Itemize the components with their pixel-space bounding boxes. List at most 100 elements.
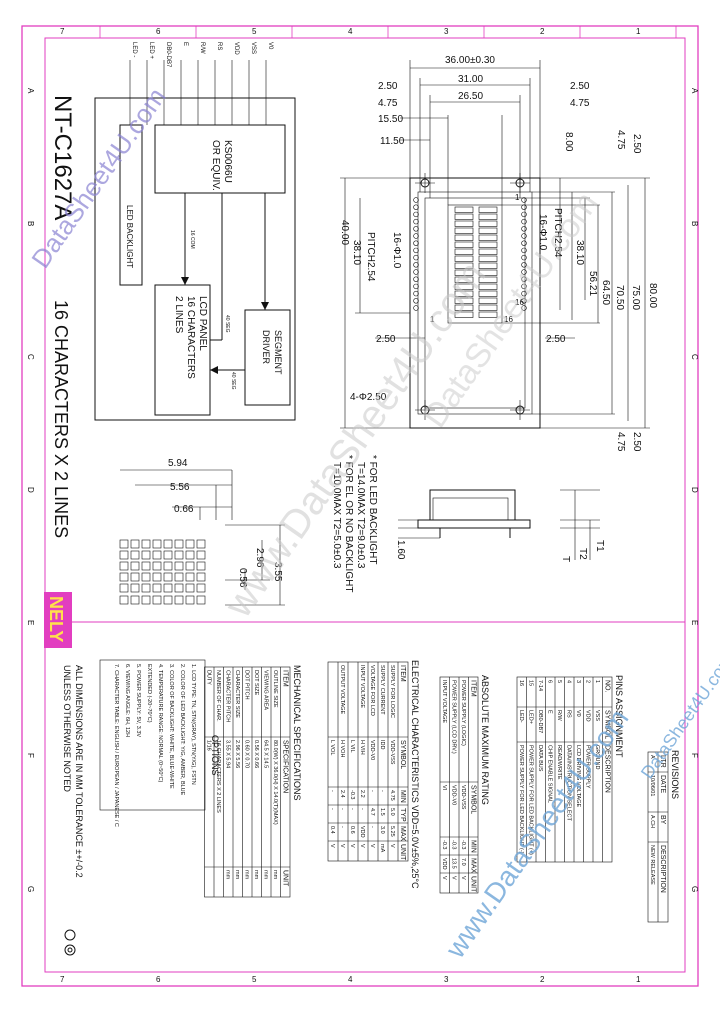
electrical-table-cell: 3.0 <box>379 826 385 834</box>
electrical-table-cell: V <box>369 844 375 848</box>
lcd-character-cell <box>478 220 498 227</box>
char-296: 2.96 <box>254 548 265 568</box>
grid-col-label: 1 <box>636 975 641 984</box>
character-dot <box>152 539 162 549</box>
abs-max-table-header: MAX <box>470 858 477 874</box>
character-dot <box>141 583 151 593</box>
dim-7050: 70.50 <box>614 285 625 310</box>
pins-table-cell: E <box>547 710 553 714</box>
mechanical-table-cell: CHARACTER SIZE <box>234 670 240 718</box>
character-dot <box>141 539 151 549</box>
revisions-table-header: DESCRIPTION <box>659 845 666 893</box>
pin-1b-label: 1 <box>515 193 520 202</box>
character-dot <box>185 595 195 605</box>
pins-table-cell: VDD <box>585 710 591 722</box>
pin-hole <box>521 240 527 246</box>
pin-hole <box>413 247 419 254</box>
mechanical-table-cell: 80.0(W) X 36.0(H) X 14.0(T)(MAX) <box>272 740 278 825</box>
dim-800: 8.00 <box>563 132 574 152</box>
lcd-character-cell <box>478 213 498 220</box>
pin-hole <box>521 211 527 218</box>
pin-hole <box>413 254 419 261</box>
character-dot <box>196 595 206 605</box>
character-detail: 5.94 5.56 0.66 3.55 2.96 0.56 <box>119 458 285 606</box>
pin-hole <box>521 305 527 311</box>
mechanical-table-cell: CHARACTER PITCH <box>225 670 231 722</box>
grid-row-label: C <box>690 354 699 360</box>
grid-row-label: E <box>690 620 699 625</box>
electrical-table-cell: H VIH <box>359 740 365 755</box>
character-dot <box>141 550 151 560</box>
side-profile: T T1 T2 1.60 <box>395 489 605 562</box>
character-dot <box>196 539 206 549</box>
character-dot <box>119 583 129 593</box>
grid-row-label: D <box>26 487 35 493</box>
electrical-table-cell: - <box>329 790 335 792</box>
character-dot <box>119 550 129 560</box>
lcd-character-cell <box>478 304 498 311</box>
grid-row-label: G <box>26 886 35 892</box>
footer-line-1: ALL DIMENSIONS ARE IN MM TOLERANCE ±+/-0… <box>74 665 84 878</box>
abs-max-table-cell: POWER SUPPLY (LCD DRV.) <box>451 680 457 754</box>
pins-table: PINS ASSIGNMENTNO.SYMBOLDESCRIPTION1VSSG… <box>516 675 624 863</box>
option-item: 6. VIEWING ANGLE: 6H, 12H <box>124 664 130 737</box>
mechanical-table-cell: DOT SIZE <box>253 670 259 696</box>
mechanical-table-cell: VIEWING AREA <box>263 670 269 710</box>
grid-col-label: 2 <box>540 27 545 36</box>
grid-row-label: F <box>690 753 699 758</box>
electrical-table-cell: V <box>349 844 355 848</box>
lcd-label-2: 16 CHARACTERS <box>185 296 196 379</box>
pins-table-title: PINS ASSIGNMENT <box>614 675 624 758</box>
grid-col-label: 1 <box>636 27 641 36</box>
pins-table-cell: DATA BUS <box>537 745 543 772</box>
mechanical-table-cell: mm <box>225 870 231 880</box>
mechanical-table-cell: 2.96 X 5.56 <box>234 740 240 768</box>
dim-7500: 75.00 <box>630 285 641 310</box>
controller-box <box>154 124 286 194</box>
mechanical-table-cell: mm <box>272 870 278 880</box>
com-label: 16 COM <box>189 230 195 249</box>
lcd-character-cell <box>478 276 498 283</box>
option-item: 5. POWER SUPPLY: 5V, 3.3V <box>135 664 141 737</box>
lcd-character-cell <box>454 213 474 220</box>
dot-matrix <box>119 539 206 605</box>
dim-1550: 15.50 <box>378 114 403 125</box>
pins-table-cell: V0 <box>575 710 581 717</box>
option-item: 3. COLOR OF BACKLIGHT: WHITE, BLUE-WHITE <box>168 664 174 789</box>
pin-hole <box>521 290 527 297</box>
revisions-table-title: REVISIONS <box>670 750 680 799</box>
mechanical-table-cell: mm <box>234 870 240 880</box>
electrical-table-cell: 0.4 <box>329 826 335 834</box>
electrical-table-cell: SUPPLY FOR LOGIC <box>389 665 395 718</box>
character-dot <box>130 550 140 560</box>
mechanical-table-cell: mm <box>263 870 269 880</box>
pin-holes <box>413 197 527 311</box>
subtitle: 16 CHARACTERS X 2 LINES <box>51 300 71 538</box>
seg-label-2: 40 SEG <box>230 372 236 390</box>
pin-hole <box>413 204 419 210</box>
character-dot <box>174 561 184 571</box>
abs-max-table-cell: V <box>441 876 447 880</box>
grid-col-label: 7 <box>60 27 65 36</box>
character-dot <box>119 539 129 549</box>
pins-table-cell: 7-14 <box>537 680 543 691</box>
character-dot <box>185 583 195 593</box>
character-dot <box>130 572 140 582</box>
dim-250-bottom: 2.50 <box>631 432 642 452</box>
electrical-table-cell: - <box>329 808 335 810</box>
note-3: * FOR EL OR NO BACKLIGHT <box>343 455 354 592</box>
grid-row-label: D <box>690 487 699 493</box>
abs-max-table-header: SYMBOL <box>470 785 477 814</box>
pin-hole <box>413 197 419 203</box>
electrical-table-cell: - <box>339 808 345 810</box>
note-1: * FOR LED BACKLIGHT <box>367 455 378 564</box>
mechanical-table-cell: mm <box>253 870 259 880</box>
abs-max-table-header: UNIT <box>470 876 477 893</box>
character-dot <box>152 561 162 571</box>
lcd-character-cell <box>454 276 474 283</box>
abs-max-table-cell: 13.5 <box>451 858 457 869</box>
electrical-table-cell: L VOL <box>329 740 335 755</box>
dim-250-left: 2.50 <box>378 81 398 92</box>
